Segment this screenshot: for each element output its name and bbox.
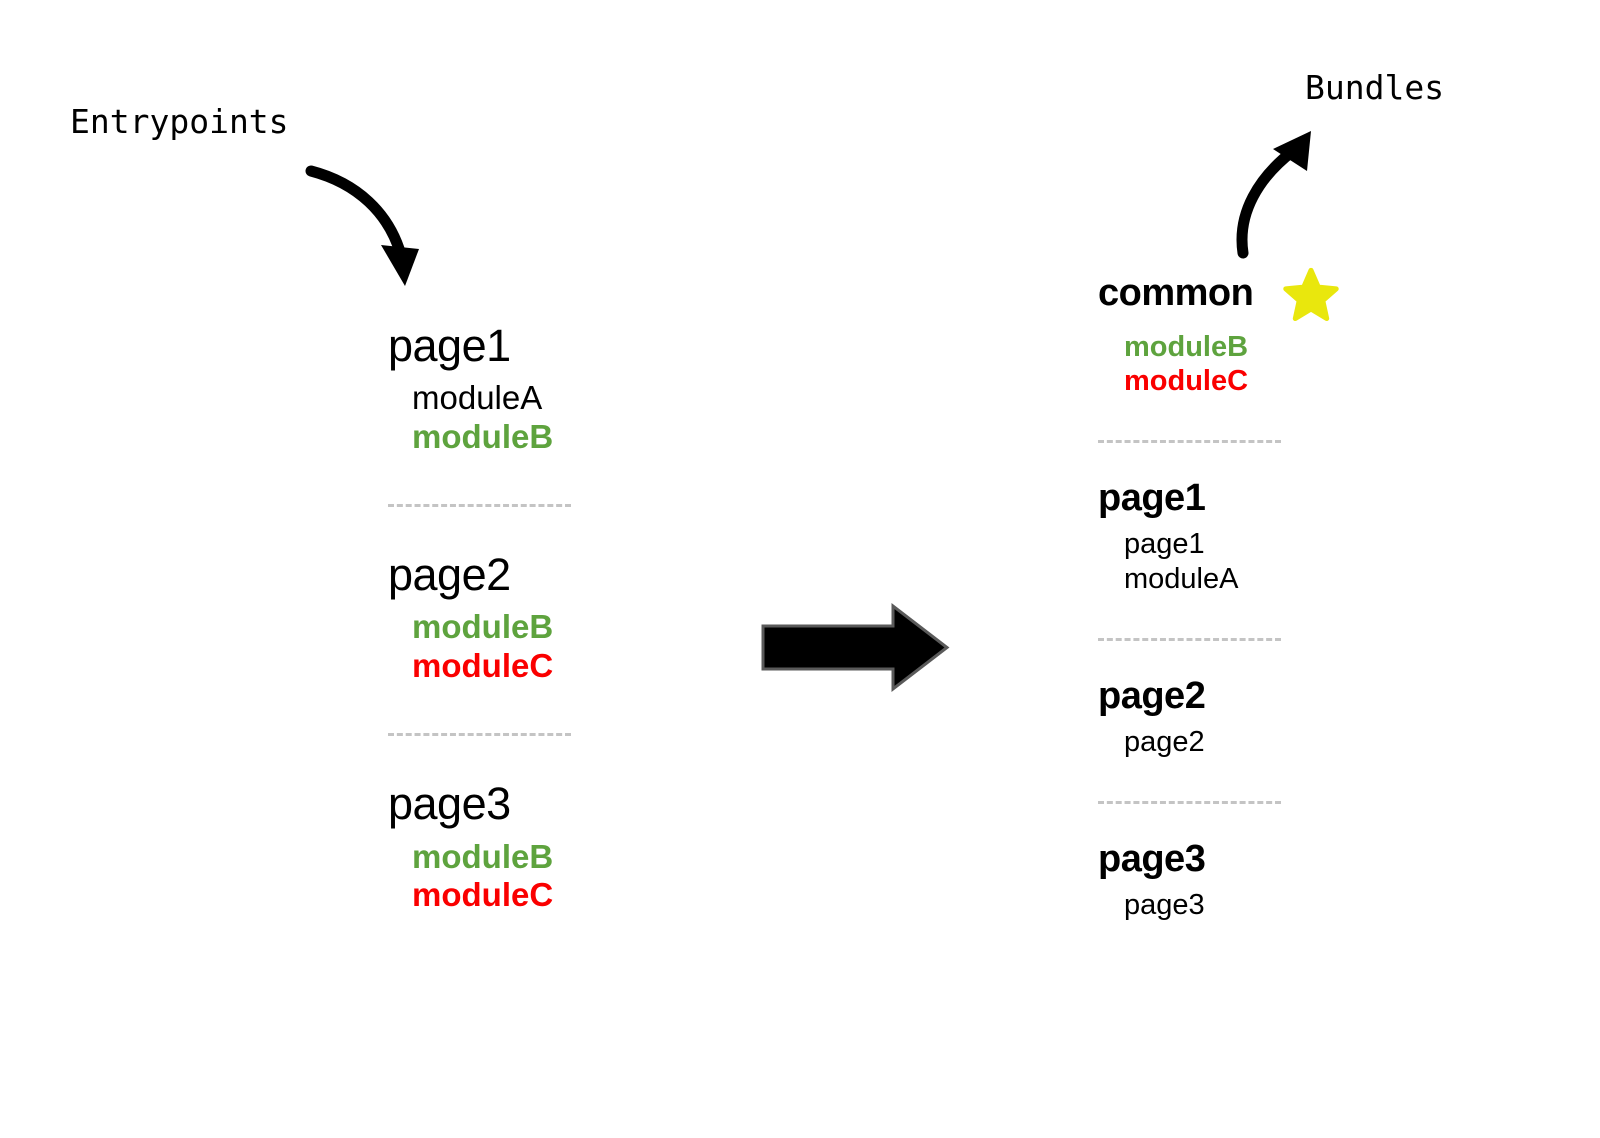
bundle-group-common: common moduleB moduleC [1098, 266, 1418, 398]
group-title: page1 [388, 320, 511, 371]
group-title-row: page2 [1098, 674, 1418, 717]
module-list: page1 moduleA [1124, 527, 1418, 595]
group-title: page1 [1098, 477, 1206, 520]
block-arrow-right-icon [761, 602, 950, 693]
module-item: moduleA [1124, 562, 1239, 595]
module-item: moduleC [412, 876, 554, 914]
module-list: moduleA moduleB [412, 379, 688, 457]
group-title-row: common [1098, 266, 1418, 322]
module-item: moduleB [412, 837, 554, 875]
group-title: common [1098, 272, 1254, 315]
module-item: moduleB [1124, 331, 1249, 363]
module-list: moduleB moduleC [412, 838, 688, 916]
module-item: page2 [1124, 725, 1205, 758]
entrypoints-column: page1 moduleA moduleB page2 moduleB modu… [388, 322, 688, 915]
group-title-row: page3 [1098, 837, 1418, 880]
module-item: moduleC [1124, 365, 1249, 398]
group-divider [1098, 637, 1281, 641]
entrypoint-group-page2: page2 moduleB moduleC [388, 551, 688, 686]
module-item: moduleB [412, 418, 554, 456]
module-list: page3 [1124, 888, 1418, 922]
bundle-group-page1: page1 page1 moduleA [1098, 479, 1418, 595]
module-list: moduleB moduleC [412, 608, 688, 686]
entrypoint-group-page1: page1 moduleA moduleB [388, 322, 688, 457]
bundles-caption: Bundles [1305, 68, 1445, 107]
group-title: page3 [1098, 837, 1206, 880]
module-item: page1 [1124, 528, 1205, 561]
curved-arrow-up-right-icon [1236, 131, 1311, 259]
group-title-row: page1 [1098, 479, 1418, 519]
group-divider [388, 504, 571, 508]
module-list: page2 [1124, 725, 1418, 759]
curved-arrow-down-right-icon [305, 165, 419, 286]
module-item: moduleA [412, 379, 543, 417]
module-item: page3 [1124, 888, 1205, 921]
module-list: moduleB moduleC [1124, 330, 1418, 398]
group-title: page3 [388, 778, 511, 830]
bundle-group-page3: page3 page3 [1098, 837, 1418, 922]
bundles-column: common moduleB moduleC page1 page1 modul… [1098, 266, 1418, 922]
entrypoint-group-page3: page3 moduleB moduleC [388, 780, 688, 915]
group-divider [1098, 440, 1281, 444]
entrypoints-caption: Entrypoints [70, 102, 289, 141]
module-item: moduleB [412, 608, 554, 646]
star-icon [1283, 267, 1340, 322]
group-divider [388, 733, 571, 737]
group-title: page2 [388, 549, 511, 601]
group-title: page2 [1098, 674, 1206, 717]
group-divider [1098, 800, 1281, 804]
bundle-group-page2: page2 page2 [1098, 674, 1418, 759]
module-item: moduleC [412, 647, 554, 685]
